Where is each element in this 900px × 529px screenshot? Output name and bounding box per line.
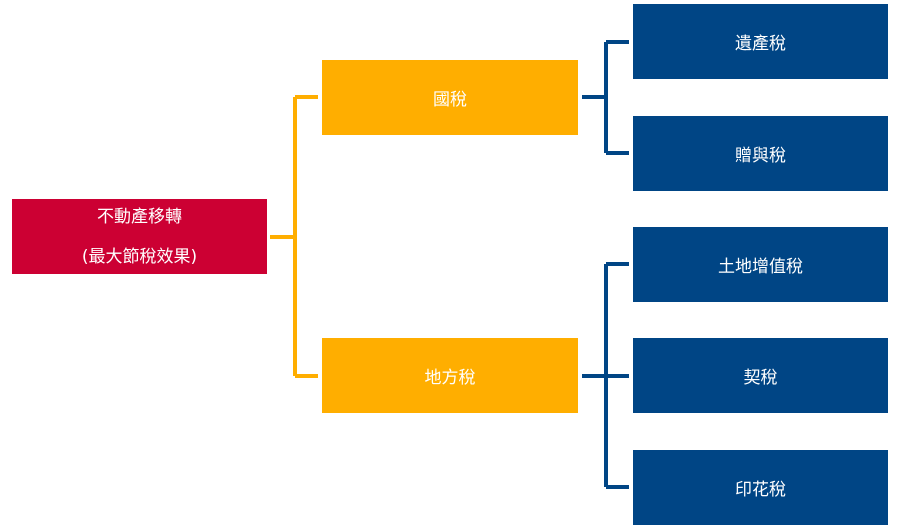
leaf-gift-tax: 贈與稅 [633,116,888,191]
root-title: 不動產移轉 [97,206,182,227]
leaf-estate-tax: 遺產稅 [633,4,888,79]
local-tax-connector [582,262,629,489]
category-national-tax: 國稅 [322,60,578,135]
leaf-land-value-increment-tax: 土地增值稅 [633,227,888,302]
category-local-tax: 地方稅 [322,338,578,413]
national-tax-connector [582,40,629,155]
leaf-deed-tax: 契稅 [633,338,888,413]
root-connector [270,95,318,378]
leaf-stamp-tax: 印花稅 [633,450,888,525]
root-subtitle: (最大節稅效果) [81,246,198,267]
root-node: 不動產移轉 (最大節稅效果) [12,199,267,274]
